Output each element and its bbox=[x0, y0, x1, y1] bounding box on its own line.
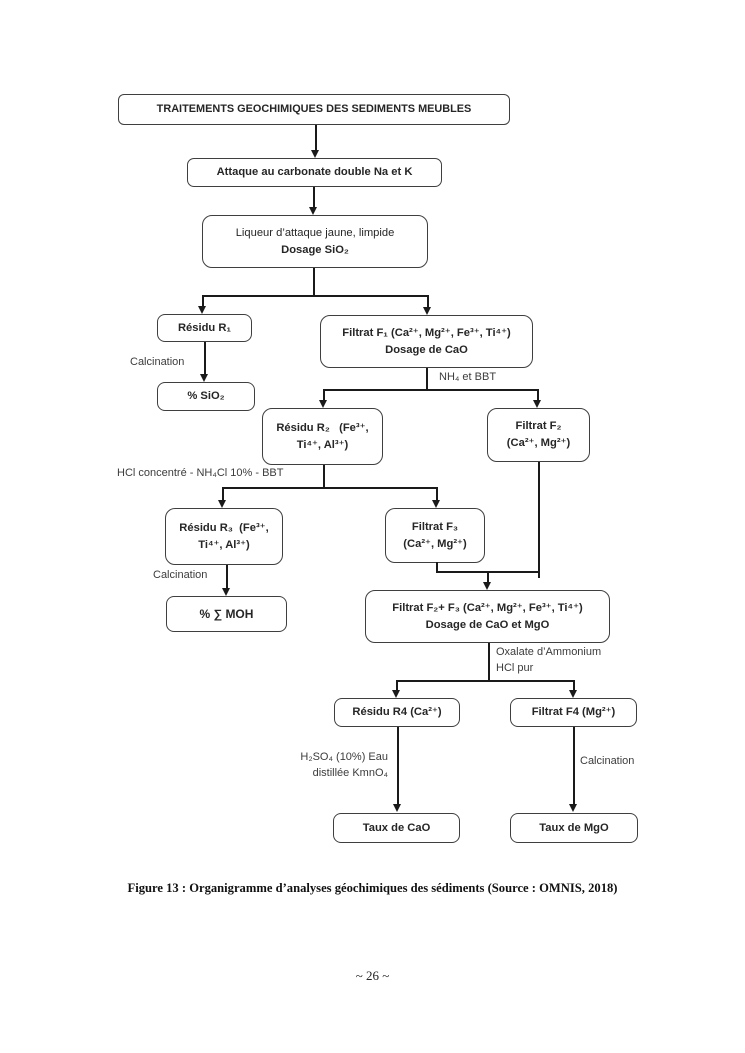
connector-attaque-liqueur bbox=[313, 187, 315, 208]
flow-box-text: Attaque au carbonate double Na et K bbox=[216, 166, 413, 179]
arrowhead-attaque-liqueur bbox=[309, 207, 317, 215]
arrowhead-taux-mgo bbox=[569, 804, 577, 812]
label-h2so4-line2: distillée KmnO₄ bbox=[312, 766, 388, 779]
page-number: ~ 26 ~ bbox=[355, 968, 390, 983]
arrowhead-filtrat-f2f3 bbox=[483, 582, 491, 590]
connector-r1-sio2 bbox=[204, 342, 206, 375]
label-oxalate-line2: HCl pur bbox=[496, 662, 534, 674]
connector-to-residu-r1 bbox=[202, 295, 204, 307]
label-h2so4-line1: H₂SO₄ (10%) Eau bbox=[300, 751, 388, 763]
flow-box-taux-cao: Taux de CaO bbox=[333, 813, 460, 843]
figure-caption: Figure 13 : Organigramme d’analyses géoc… bbox=[127, 881, 618, 895]
flow-box-text-line1: Liqueur d’attaque jaune, limpide bbox=[235, 226, 395, 239]
flow-box-text: Résidu R4 (Ca²⁺) bbox=[352, 706, 442, 719]
arrowhead-filtrat-f2 bbox=[533, 400, 541, 408]
arrowhead-moh bbox=[222, 588, 230, 596]
arrowhead-root-attaque bbox=[311, 150, 319, 158]
flow-box-text-line2: Dosage de CaO bbox=[385, 343, 468, 356]
label-calcination-r1: Calcination bbox=[130, 356, 185, 368]
flow-box-attaque-carbonate: Attaque au carbonate double Na et K bbox=[187, 158, 442, 187]
flow-box-text: % SiO₂ bbox=[187, 390, 225, 403]
connector-f2f3-branch bbox=[396, 680, 575, 682]
flow-box-traitements-geochimiques: TRAITEMENTS GEOCHIMIQUES DES SEDIMENTS M… bbox=[118, 94, 510, 125]
flow-box-text: TRAITEMENTS GEOCHIMIQUES DES SEDIMENTS M… bbox=[156, 103, 472, 116]
flow-box-residu-r2: Résidu R₂ (Fe³⁺, Ti⁴⁺, Al³⁺) bbox=[262, 408, 383, 465]
connector-r2-branch bbox=[222, 487, 438, 489]
connector-to-filtrat-f3 bbox=[436, 487, 438, 500]
flow-box-text-line2: Dosage SiO₂ bbox=[281, 243, 349, 256]
flow-box-filtrat-f2: Filtrat F₂ (Ca²⁺, Mg²⁺) bbox=[487, 408, 590, 462]
connector-f4-tauxmgo bbox=[573, 727, 575, 805]
connector-merge-stem bbox=[487, 571, 489, 583]
connector-to-residu-r4 bbox=[396, 680, 398, 691]
label-calcination-f4: Calcination bbox=[580, 755, 635, 767]
connector-r2-stem bbox=[323, 465, 325, 488]
connector-root-attaque bbox=[315, 125, 317, 151]
flow-box-filtrat-f4: Filtrat F4 (Mg²⁺) bbox=[510, 698, 637, 727]
connector-liqueur-branch bbox=[202, 295, 429, 297]
flow-box-text-line1: Résidu R₂ (Fe³⁺, bbox=[276, 421, 369, 434]
connector-f3-drop bbox=[436, 562, 438, 573]
connector-f2-drop bbox=[538, 462, 540, 578]
connector-to-filtrat-f4 bbox=[573, 680, 575, 691]
connector-f2f3-stem bbox=[488, 643, 490, 682]
label-nh4-bbt: NH₄ et BBT bbox=[439, 371, 497, 383]
label-calcination-r3: Calcination bbox=[153, 569, 208, 581]
arrowhead-residu-r1 bbox=[198, 306, 206, 314]
flow-box-text: Taux de MgO bbox=[539, 821, 609, 834]
arrowhead-sio2 bbox=[200, 374, 208, 382]
flow-box-text-line2: Ti⁴⁺, Al³⁺) bbox=[296, 438, 349, 451]
flow-box-pct-moh: % ∑ MOH bbox=[166, 596, 287, 632]
connector-liqueur-stem bbox=[313, 268, 315, 296]
flow-box-residu-r3: Résidu R₃ (Fe³⁺, Ti⁴⁺, Al³⁺) bbox=[165, 508, 283, 565]
label-oxalate-line1: Oxalate d’Ammonium bbox=[496, 646, 602, 658]
flow-box-filtrat-f3: Filtrat F₃ (Ca²⁺, Mg²⁺) bbox=[385, 508, 485, 563]
flow-box-pct-sio2: % SiO₂ bbox=[157, 382, 255, 411]
flow-box-text-line1: Filtrat F₁ (Ca²⁺, Mg²⁺, Fe³⁺, Ti⁴⁺) bbox=[342, 326, 511, 339]
flow-box-text: % ∑ MOH bbox=[199, 607, 254, 621]
connector-r4-tauxcao bbox=[397, 727, 399, 805]
connector-to-filtrat-f1 bbox=[427, 295, 429, 307]
flow-box-taux-mgo: Taux de MgO bbox=[510, 813, 638, 843]
flow-box-text: Filtrat F4 (Mg²⁺) bbox=[531, 706, 616, 719]
arrowhead-taux-cao bbox=[393, 804, 401, 812]
flow-box-text: Taux de CaO bbox=[362, 821, 431, 834]
connector-f1-branch bbox=[323, 389, 539, 391]
flow-box-text-line2: Dosage de CaO et MgO bbox=[425, 618, 550, 631]
flow-box-text: Résidu R₁ bbox=[177, 321, 232, 334]
flow-box-filtrat-f2-f3: Filtrat F₂+ F₃ (Ca²⁺, Mg²⁺, Fe³⁺, Ti⁴⁺) … bbox=[365, 590, 610, 643]
arrowhead-residu-r4 bbox=[392, 690, 400, 698]
flow-box-text-line1: Filtrat F₂ bbox=[515, 420, 562, 433]
connector-r3-moh bbox=[226, 565, 228, 589]
flow-box-liqueur-attaque: Liqueur d’attaque jaune, limpide Dosage … bbox=[202, 215, 428, 268]
arrowhead-residu-r2 bbox=[319, 400, 327, 408]
flow-box-filtrat-f1: Filtrat F₁ (Ca²⁺, Mg²⁺, Fe³⁺, Ti⁴⁺) Dosa… bbox=[320, 315, 533, 368]
flow-box-text-line2: (Ca²⁺, Mg²⁺) bbox=[506, 437, 571, 449]
arrowhead-residu-r3 bbox=[218, 500, 226, 508]
arrowhead-filtrat-f4 bbox=[569, 690, 577, 698]
flow-box-text-line1: Filtrat F₂+ F₃ (Ca²⁺, Mg²⁺, Fe³⁺, Ti⁴⁺) bbox=[392, 601, 583, 614]
connector-to-residu-r3 bbox=[222, 487, 224, 500]
arrowhead-filtrat-f1 bbox=[423, 307, 431, 315]
label-h2so4: H₂SO₄ (10%) Eau distillée KmnO₄ bbox=[296, 750, 388, 782]
label-hcl-bbt: HCl concentré - NH₄Cl 10% - BBT bbox=[117, 467, 284, 479]
flow-box-text-line1: Filtrat F₃ bbox=[411, 520, 459, 533]
flow-box-residu-r1: Résidu R₁ bbox=[157, 314, 252, 342]
flow-box-residu-r4: Résidu R4 (Ca²⁺) bbox=[334, 698, 460, 727]
flow-box-text-line2: (Ca²⁺, Mg²⁺) bbox=[403, 537, 467, 550]
arrowhead-filtrat-f3 bbox=[432, 500, 440, 508]
connector-to-residu-r2 bbox=[323, 389, 325, 400]
connector-to-filtrat-f2 bbox=[537, 389, 539, 400]
flow-box-text-line2: Ti⁴⁺, Al³⁺) bbox=[198, 538, 250, 551]
connector-f1-stem bbox=[426, 368, 428, 391]
flow-box-text-line1: Résidu R₃ (Fe³⁺, bbox=[179, 521, 269, 534]
